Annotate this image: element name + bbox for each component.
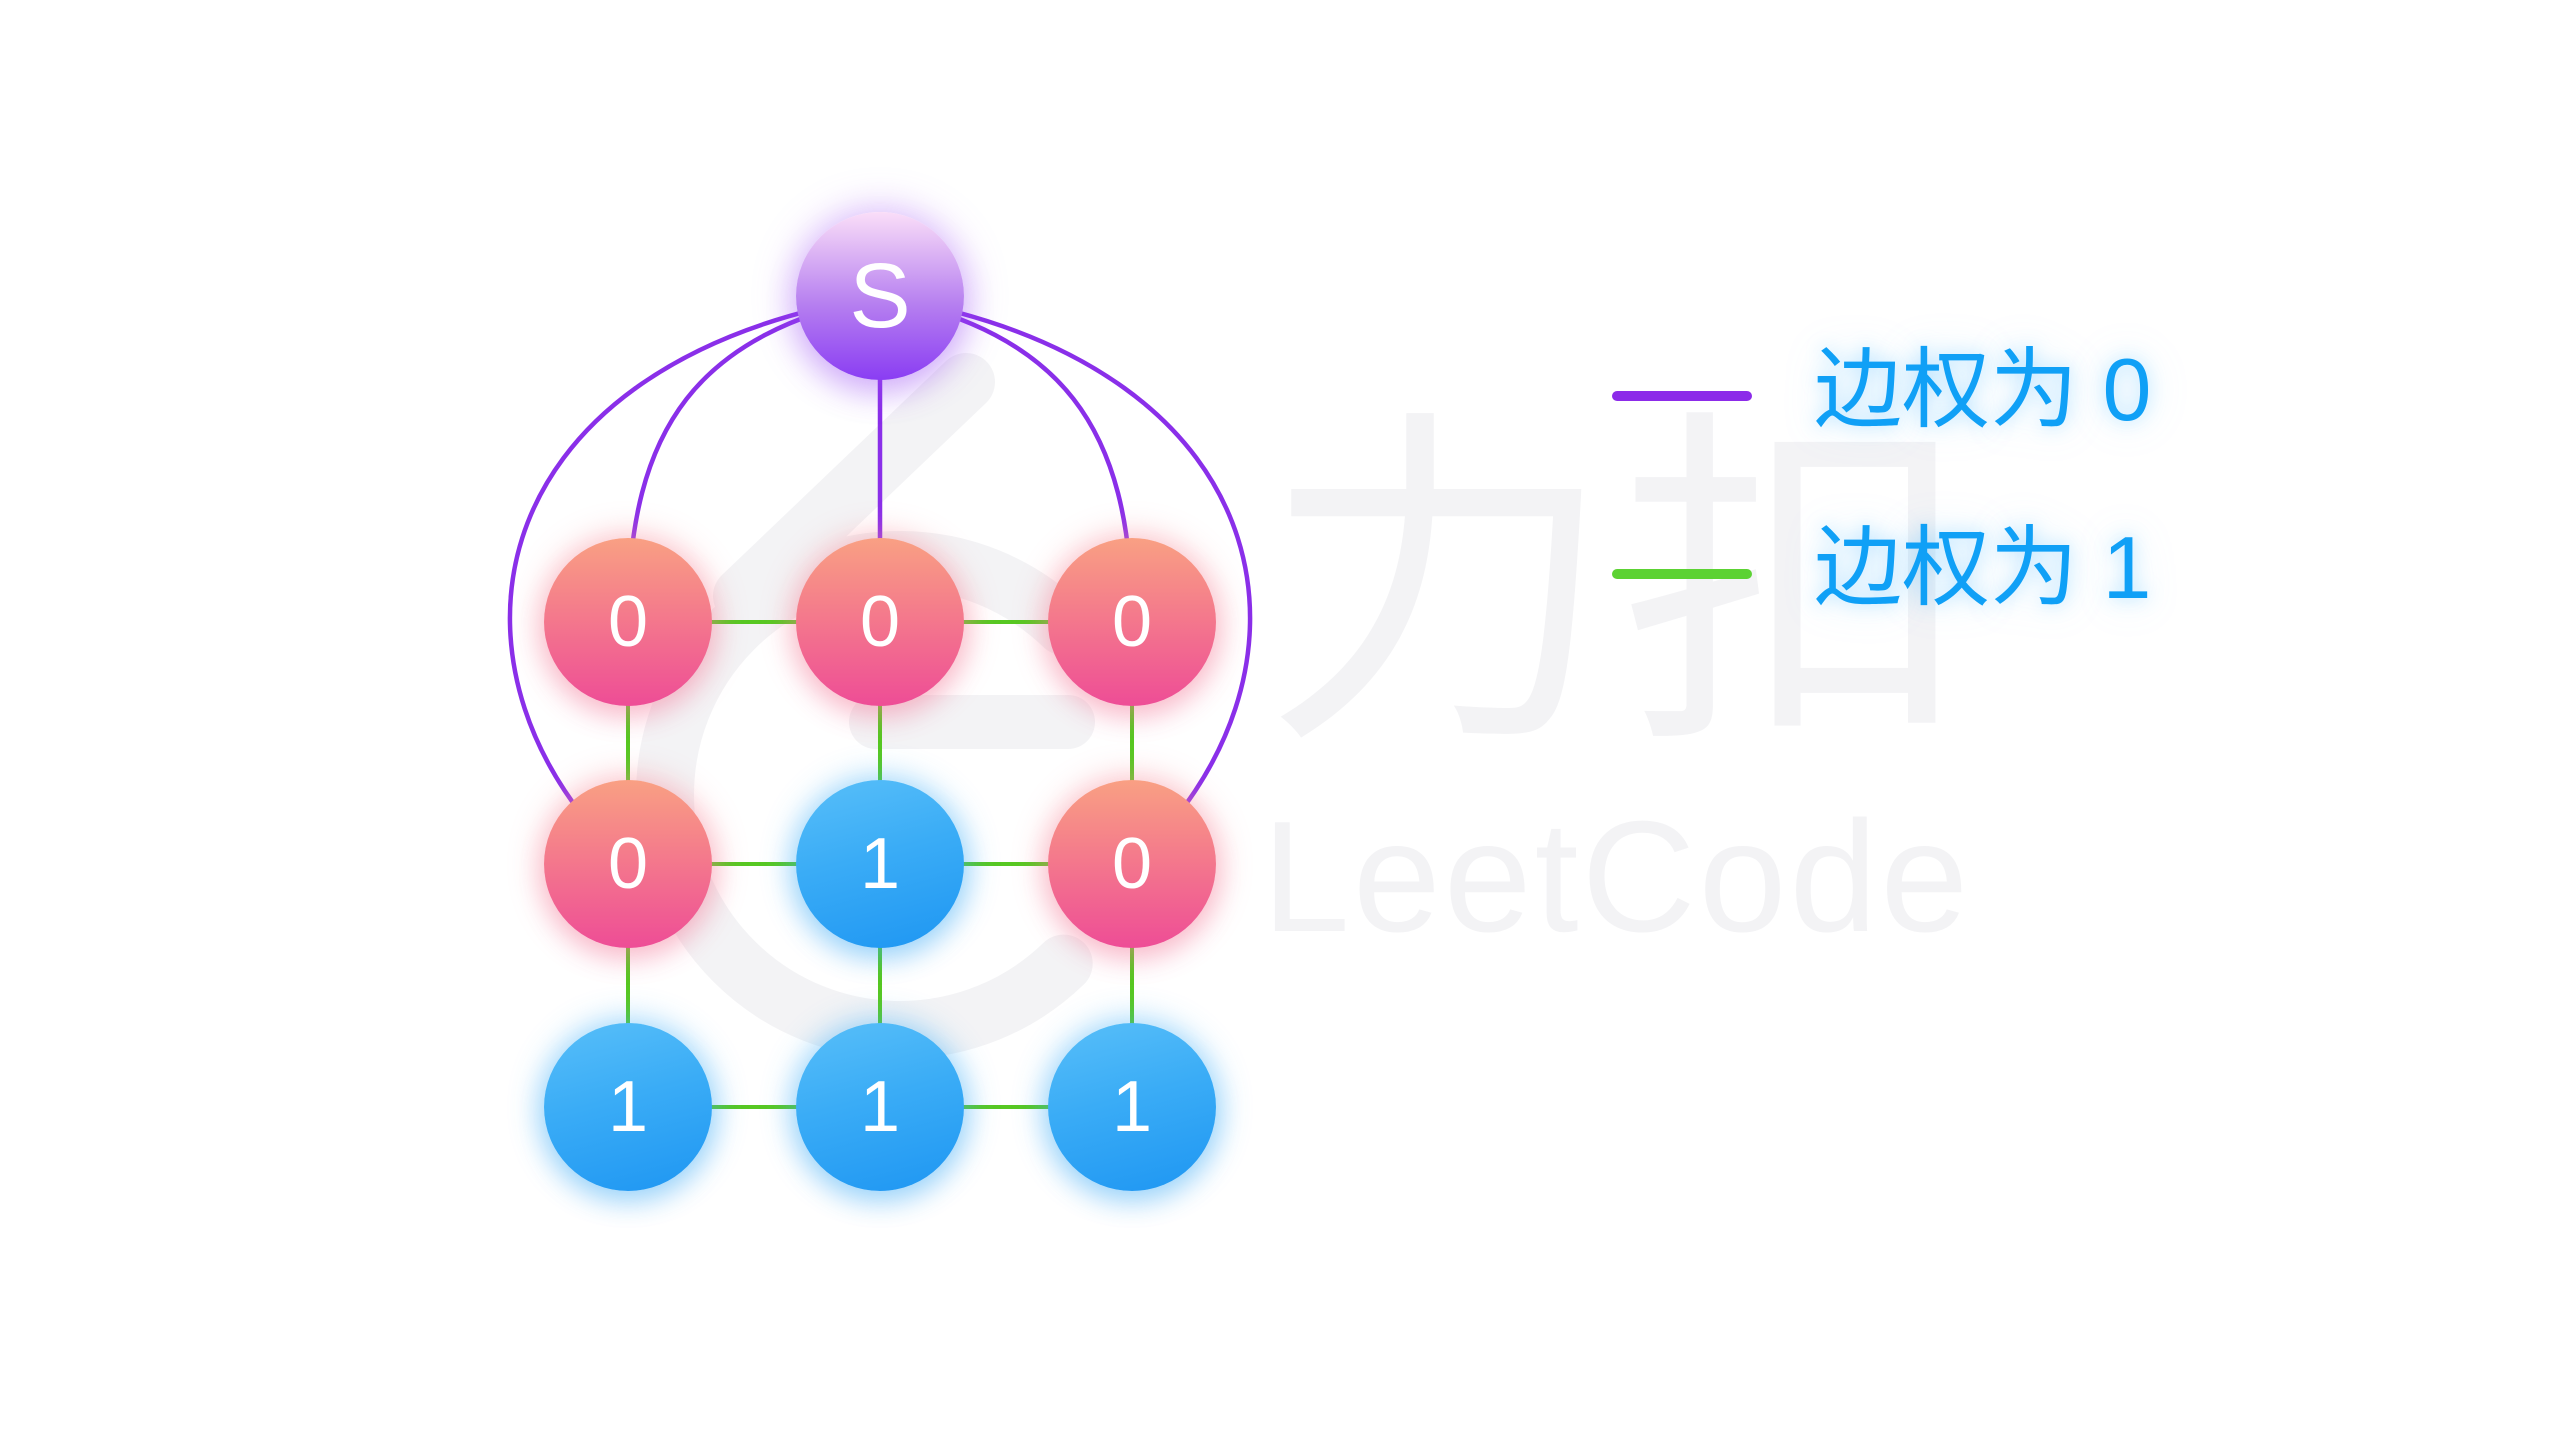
watermark-cn-text: 力扣 xyxy=(1262,389,1978,783)
legend-swatch-weight1 xyxy=(1612,569,1752,579)
grid-node-r2c1: 1 xyxy=(796,780,964,948)
edge-s-r2c0 xyxy=(507,293,883,867)
grid-node-r3c0: 1 xyxy=(544,1023,712,1191)
start-node: S xyxy=(796,212,964,380)
grid-node-r3c2: 1 xyxy=(1048,1023,1216,1191)
grid-node-r2c2: 0 xyxy=(1048,780,1216,948)
legend-row-weight1: 边权为 1 xyxy=(1612,504,2151,632)
legend-label-weight0: 边权为 0 xyxy=(1814,340,2152,439)
edge-s-r2c2 xyxy=(877,293,1253,867)
grid-node-r2c0: 0 xyxy=(544,780,712,948)
legend-swatch-weight0 xyxy=(1612,391,1752,401)
logo-diagonal xyxy=(713,353,995,625)
legend-row-weight0: 边权为 0 xyxy=(1612,326,2151,454)
grid-node-r1c0: 0 xyxy=(544,538,712,706)
legend-label-weight1: 边权为 1 xyxy=(1814,518,2152,617)
grid-node-r1c1: 0 xyxy=(796,538,964,706)
grid-node-r3c1: 1 xyxy=(796,1023,964,1191)
grid-node-r1c2: 0 xyxy=(1048,538,1216,706)
watermark-en-text: LeetCode xyxy=(1262,789,1972,965)
